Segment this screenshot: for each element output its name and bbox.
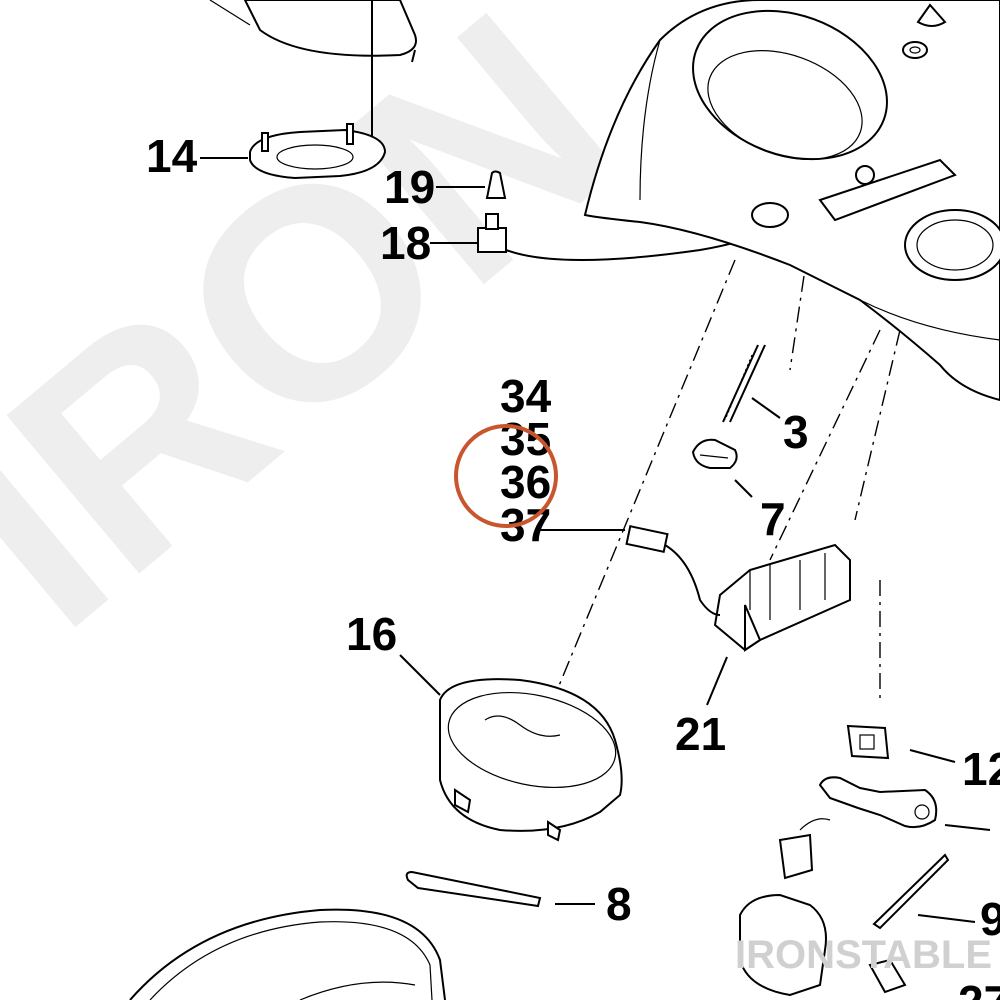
part-12-bracket xyxy=(846,724,956,763)
part-16-ring xyxy=(399,654,623,842)
callout-36: 36 xyxy=(500,456,551,508)
callout-7: 7 xyxy=(760,493,786,545)
callout-8: 8 xyxy=(606,878,632,930)
callout-34: 34 xyxy=(500,370,552,422)
cylinder-part xyxy=(209,0,417,150)
watermark-small-text: IRONSTABLE xyxy=(735,933,992,977)
callout-12: 12 xyxy=(962,743,1000,795)
callout-18: 18 xyxy=(380,217,431,269)
tie-right xyxy=(872,853,976,930)
lock-cylinder xyxy=(818,776,991,831)
callout-14: 14 xyxy=(146,130,198,182)
callout-19: 19 xyxy=(384,161,435,213)
part-3-spring xyxy=(722,344,781,423)
bottom-frame xyxy=(129,908,446,1000)
callout-27: 27 xyxy=(958,976,1000,1000)
part-21-module xyxy=(540,525,851,706)
highlight-circle xyxy=(454,424,558,528)
callout-35: 35 xyxy=(500,413,551,465)
callout-9: 9 xyxy=(980,893,1000,945)
part-7-clip xyxy=(691,438,753,498)
callout-16: 16 xyxy=(346,608,397,660)
bottom-switch xyxy=(739,893,907,997)
callout-3: 3 xyxy=(783,406,809,458)
console-housing xyxy=(583,0,1000,402)
part-14-gasket xyxy=(200,123,387,180)
part-8-tie xyxy=(405,870,595,908)
callout-21: 21 xyxy=(675,708,726,760)
callout-labels: 14 19 18 34 35 36 37 3 7 16 21 12 8 9 27 xyxy=(146,130,1000,1000)
part-19-cap xyxy=(436,170,507,199)
wire-clip xyxy=(778,818,831,880)
